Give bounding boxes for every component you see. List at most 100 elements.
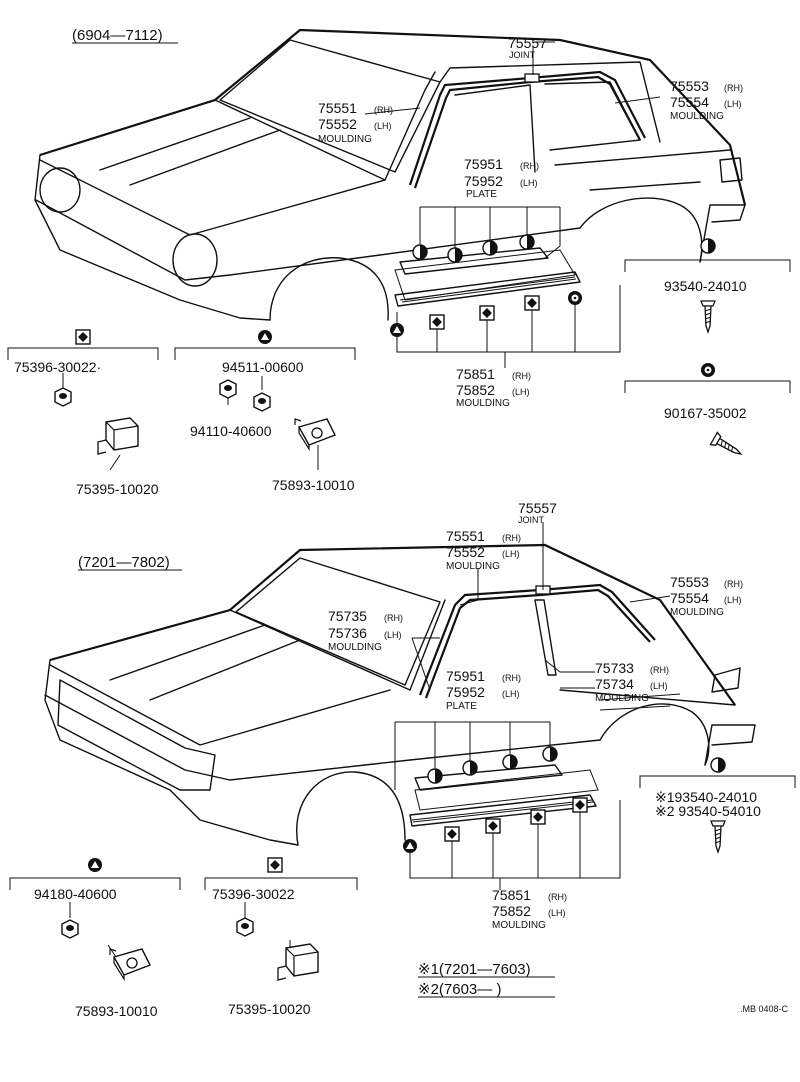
nut-icon bbox=[54, 387, 72, 407]
triangle-icon bbox=[403, 839, 417, 853]
part-label: 75557 bbox=[508, 35, 547, 51]
screw-icon bbox=[709, 431, 745, 461]
bottom-symbols bbox=[88, 746, 726, 873]
part-label: 94511-00600 bbox=[222, 359, 304, 375]
part-label: ※193540-24010 bbox=[655, 789, 757, 805]
part-label: MOULDING bbox=[456, 398, 510, 409]
clip-icon bbox=[97, 417, 139, 455]
nut-icon bbox=[219, 379, 237, 399]
part-label: (RH) bbox=[512, 371, 531, 381]
part-label: 75554 bbox=[670, 590, 709, 606]
car-illustration-bottom bbox=[44, 543, 756, 846]
part-label: MOULDING bbox=[328, 642, 382, 653]
diamond-icon bbox=[444, 826, 460, 842]
screw-icon bbox=[700, 300, 716, 333]
part-label: (LH) bbox=[650, 681, 668, 691]
part-label: 75551 bbox=[318, 100, 357, 116]
car-illustration-top bbox=[34, 28, 747, 321]
part-label: MOULDING bbox=[670, 607, 724, 618]
part-label: 75736 bbox=[328, 625, 367, 641]
part-label: 75951 bbox=[446, 668, 485, 684]
triangle-icon bbox=[390, 323, 404, 337]
part-label: 75552 bbox=[446, 544, 485, 560]
bottom-leaders bbox=[9, 522, 796, 961]
triangle-icon bbox=[88, 858, 102, 872]
top-leaders bbox=[7, 41, 791, 471]
half-circle-icon bbox=[542, 746, 558, 762]
part-label: 94110-40600 bbox=[190, 423, 272, 439]
nut-icon bbox=[61, 919, 79, 939]
half-circle-icon bbox=[482, 240, 498, 256]
nut-icon bbox=[253, 392, 271, 412]
part-label: 75396-30022 bbox=[212, 886, 295, 902]
part-label: (LH) bbox=[724, 99, 742, 109]
part-label: (RH) bbox=[724, 579, 743, 589]
part-label: 75395-10020 bbox=[76, 481, 159, 497]
part-label: (RH) bbox=[724, 83, 743, 93]
part-label: ※2 93540-54010 bbox=[655, 803, 761, 819]
part-label: PLATE bbox=[466, 189, 497, 200]
part-label: (LH) bbox=[502, 689, 520, 699]
part-label: 75735 bbox=[328, 608, 367, 624]
part-label: (LH) bbox=[502, 549, 520, 559]
part-label: (RH) bbox=[650, 665, 669, 675]
part-label: JOINT bbox=[509, 50, 536, 60]
half-circle-icon bbox=[427, 768, 443, 784]
half-circle-icon bbox=[502, 754, 518, 770]
part-label: 90167-35002 bbox=[664, 405, 747, 421]
part-label: 75396-30022· bbox=[14, 359, 101, 375]
half-circle-icon bbox=[447, 247, 463, 263]
part-label: 94180-40600 bbox=[34, 886, 117, 902]
bottom-labels: (7201—7802) 75557 JOINT 75551 (RH) 75552… bbox=[34, 500, 789, 1019]
diamond-icon bbox=[485, 818, 501, 834]
part-label: 75552 bbox=[318, 116, 357, 132]
part-label: MOULDING bbox=[318, 134, 372, 145]
diamond-icon bbox=[75, 329, 91, 345]
part-label: 75893-10010 bbox=[75, 1003, 158, 1019]
part-label: MOULDING bbox=[670, 111, 724, 122]
part-label: 93540-24010 bbox=[664, 278, 747, 294]
part-label: 75952 bbox=[464, 173, 503, 189]
part-label: MOULDING bbox=[595, 693, 649, 704]
part-label: (LH) bbox=[520, 178, 538, 188]
nut-icon bbox=[236, 917, 254, 937]
top-symbols bbox=[75, 234, 716, 377]
part-label: (LH) bbox=[512, 387, 530, 397]
footnote-2: ※2(7603— ) bbox=[418, 981, 501, 998]
part-label: 75553 bbox=[670, 574, 709, 590]
part-label: 75733 bbox=[595, 660, 634, 676]
screw-icon bbox=[710, 820, 726, 853]
part-label: 75557 bbox=[518, 500, 557, 516]
part-label: (LH) bbox=[724, 595, 742, 605]
part-label: MOULDING bbox=[492, 920, 546, 931]
part-label: (RH) bbox=[374, 105, 393, 115]
part-label: (LH) bbox=[384, 630, 402, 640]
part-label: JOINT bbox=[518, 515, 545, 525]
half-circle-icon bbox=[462, 760, 478, 776]
part-label: 75734 bbox=[595, 676, 634, 692]
diamond-icon bbox=[479, 305, 495, 321]
part-label: 75852 bbox=[492, 903, 531, 919]
footnote-1: ※1(7201—7603) bbox=[418, 961, 531, 978]
part-label: PLATE bbox=[446, 701, 477, 712]
diamond-icon bbox=[530, 809, 546, 825]
reference-code: .MB 0408-C bbox=[740, 1004, 789, 1014]
part-label: (LH) bbox=[374, 121, 392, 131]
part-label: (RH) bbox=[384, 613, 403, 623]
triangle-icon bbox=[258, 330, 272, 344]
part-label: (LH) bbox=[548, 908, 566, 918]
part-label: 75893-10010 bbox=[272, 477, 355, 493]
part-label: 75851 bbox=[492, 887, 531, 903]
top-labels: (6904—7112) 75557 JOINT 75553 (RH) 75554… bbox=[14, 27, 747, 497]
part-label: 75951 bbox=[464, 156, 503, 172]
part-label: MOULDING bbox=[446, 561, 500, 572]
part-label: 75553 bbox=[670, 78, 709, 94]
half-circle-icon bbox=[700, 238, 716, 254]
nut-plate-icon bbox=[109, 948, 151, 980]
half-circle-icon bbox=[710, 757, 726, 773]
part-label: 75852 bbox=[456, 382, 495, 398]
clip-icon bbox=[277, 943, 319, 981]
nut-plate-icon bbox=[294, 418, 336, 450]
bottom-parts bbox=[409, 583, 656, 827]
